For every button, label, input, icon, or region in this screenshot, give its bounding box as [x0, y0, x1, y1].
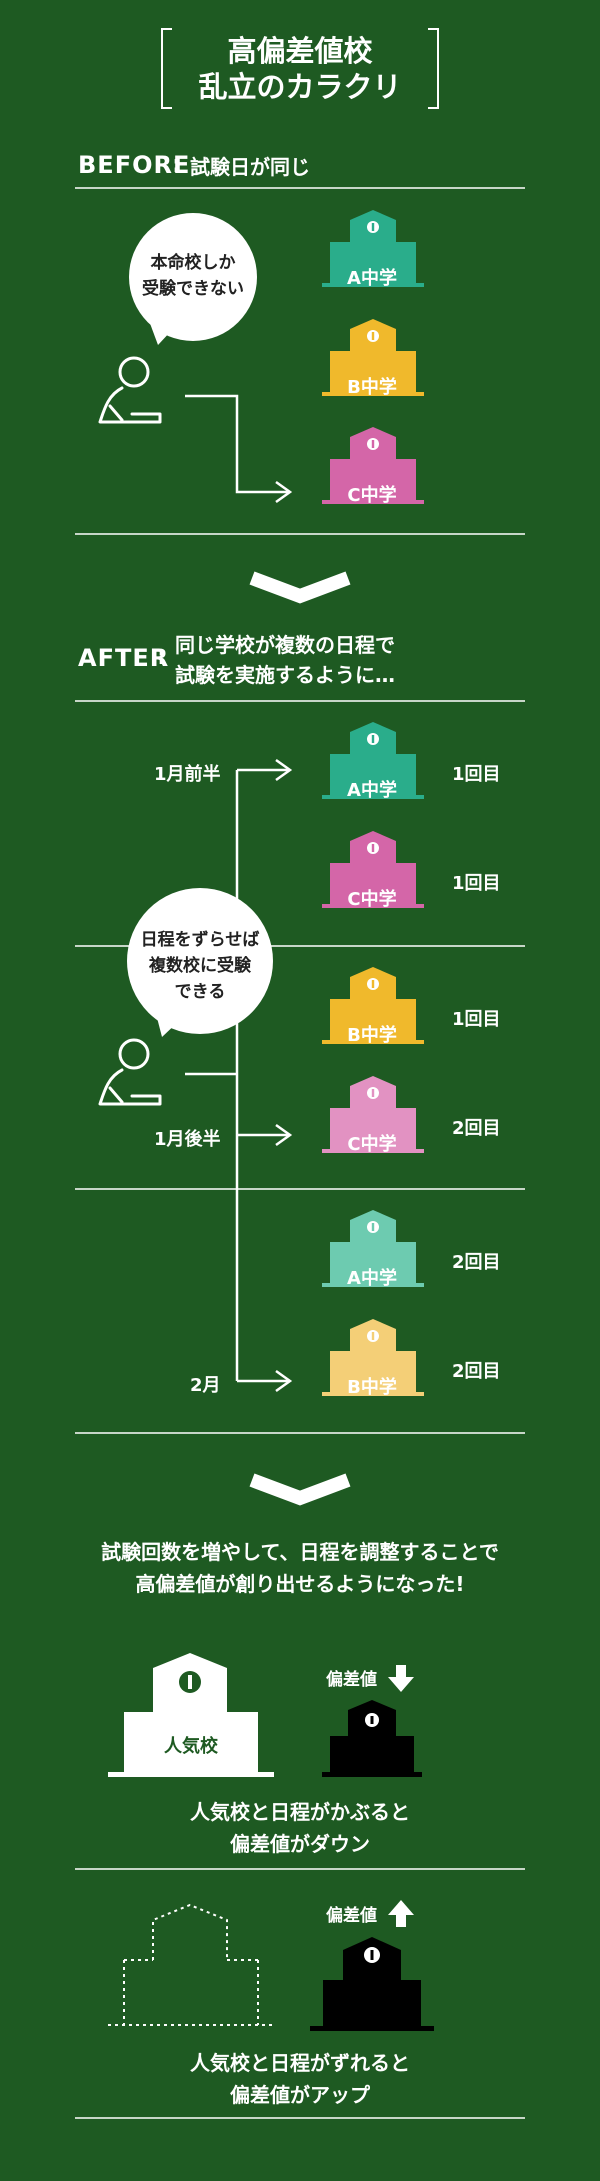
round-label: 1回目 — [452, 873, 501, 894]
title-bracket-left — [161, 28, 172, 109]
arrow-head-jan-early — [275, 758, 293, 782]
before-tag: BEFORE — [78, 151, 191, 179]
school-building-icon — [322, 831, 424, 908]
after-colon: : — [157, 642, 168, 670]
chevron-down-icon — [249, 571, 351, 604]
after-tag: AFTER — [78, 644, 170, 672]
round-label: 2回目 — [452, 1118, 501, 1139]
down-caption-2: 偏差値がダウン — [230, 1832, 370, 1856]
after-bubble-line-2: 複数校に受験 — [149, 956, 251, 976]
after-bubble-text: 日程をずらせば 複数校に受験 できる — [128, 927, 272, 1005]
before-arrow-line — [185, 394, 288, 494]
school-label: A中学 — [347, 1268, 397, 1289]
school-label: B中学 — [347, 1025, 397, 1046]
after-bubble-line-3: できる — [174, 982, 226, 1002]
school-building-icon — [322, 319, 424, 396]
before-colon: : — [172, 150, 183, 178]
title-line-2: 乱立のカラクリ — [198, 70, 402, 104]
school-building-icon — [322, 1319, 424, 1396]
title-bracket-right — [428, 28, 439, 109]
deviation-label: 偏差値 — [326, 1906, 377, 1926]
period-label-feb: 2月 — [190, 1375, 221, 1396]
arrow-down-icon — [388, 1665, 414, 1692]
school-building-black — [310, 1937, 434, 2031]
arrow-head-feb — [275, 1369, 293, 1393]
person-icon — [98, 1038, 162, 1106]
after-speech-bubble — [127, 888, 273, 1037]
before-heading: 試験日が同じ — [190, 155, 310, 179]
arrow-head-jan-late — [275, 1123, 293, 1147]
school-building-black — [322, 1700, 422, 1777]
round-label: 1回目 — [452, 764, 501, 785]
arrow-up-icon — [388, 1900, 414, 1927]
period-label-jan-early: 1月前半 — [154, 764, 221, 785]
before-arrow-head — [275, 480, 293, 504]
popular-school-outline — [108, 1903, 274, 2026]
school-building-icon — [322, 722, 424, 799]
up-caption-2: 偏差値がアップ — [230, 2083, 370, 2107]
up-caption-1: 人気校と日程がずれると — [190, 2051, 410, 2075]
after-heading-line-1: 同じ学校が複数の日程で — [175, 633, 395, 657]
school-label: C中学 — [347, 485, 397, 506]
before-speech-bubble — [129, 213, 257, 345]
before-bubble-line-1: 本命校しか — [150, 253, 236, 273]
before-bubble-line-2: 受験できない — [142, 279, 244, 299]
title-line-1: 高偏差値校 — [227, 34, 373, 68]
school-label: B中学 — [347, 377, 397, 398]
after-bubble-line-1: 日程をずらせば — [140, 930, 260, 950]
school-label: C中学 — [347, 1134, 397, 1155]
school-icons — [322, 210, 424, 1396]
before-bubble-text: 本命校しか 受験できない — [129, 250, 257, 302]
person-icon — [98, 356, 162, 424]
chevron-down-icon — [249, 1473, 351, 1506]
popular-school-label: 人気校 — [164, 1736, 218, 1757]
school-building-icon — [322, 210, 424, 287]
round-label: 2回目 — [452, 1361, 501, 1382]
popular-school-building — [108, 1653, 274, 1777]
school-label: A中学 — [347, 268, 397, 289]
school-building-icon — [322, 967, 424, 1044]
school-building-icon — [322, 1076, 424, 1153]
period-label-jan-late: 1月後半 — [154, 1129, 221, 1150]
down-caption-1: 人気校と日程がかぶると — [190, 1800, 410, 1824]
round-label: 1回目 — [452, 1009, 501, 1030]
school-label: C中学 — [347, 889, 397, 910]
school-label: A中学 — [347, 780, 397, 801]
conclusion-line-2: 高偏差値が創り出せるようになった! — [135, 1572, 465, 1596]
school-building-icon — [322, 427, 424, 504]
after-heading-line-2: 試験を実施するように… — [175, 663, 395, 687]
school-building-icon — [322, 1210, 424, 1287]
deviation-label: 偏差値 — [326, 1670, 377, 1690]
school-label: B中学 — [347, 1377, 397, 1398]
conclusion-line-1: 試験回数を増やして、日程を調整することで — [101, 1540, 499, 1564]
round-label: 2回目 — [452, 1252, 501, 1273]
